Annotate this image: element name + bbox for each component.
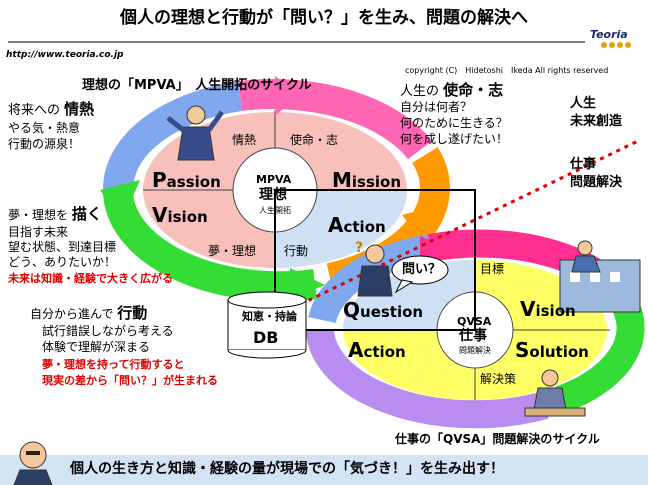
passion-text-line3: 行動の源泉！ (8, 137, 81, 151)
vision-text-line2: 目指す未来 (8, 225, 69, 239)
bottom-message: 個人の生き方と知識・経験の量が現場での「気づき！」を生み出す！ (70, 461, 504, 477)
qvsa-center-main: 仕事 (459, 328, 487, 344)
solution-arrow-label: Solution (515, 338, 589, 362)
quadrant-solution-label: 解決策 (480, 372, 517, 386)
quadrant-passion-label: 情熱 (232, 133, 257, 147)
passion-arrow-label: Passion (152, 168, 221, 192)
vision-text-line1: 夢・理想を 描く (8, 205, 102, 223)
action-text-line4: 夢・理想を持って行動すると (42, 358, 185, 371)
mpva-cycle-title: 理想の「MPVA」 人生開拓のサイクル (82, 78, 312, 93)
vision-arrow-label: Vision (152, 203, 208, 227)
vision-text-line5: 未来は知識・経験で大きく広がる (8, 272, 173, 285)
company-logo: Teoria (590, 28, 628, 41)
mission-text-line3: 何のために生きる？ (400, 116, 508, 130)
qvision-arrow-label: Vision (520, 297, 576, 321)
qvsa-center-head: QVSA (457, 315, 492, 328)
action-text-line5: 現実の差から「問い？」が生まれる (42, 374, 218, 387)
passion-text-line2: やる気・熱意 (8, 121, 81, 135)
life-work-divider (267, 138, 641, 322)
action-text-line1: 自分から進んで 行動 (30, 304, 148, 322)
db-main-label: DB (253, 328, 279, 347)
passion-text-line1: 将来への 情熱 (8, 100, 95, 118)
presenter-illustration (13, 441, 53, 485)
businessman-rooftop-illustration (559, 240, 641, 313)
question-arrow-label: Question (343, 298, 424, 322)
legend-future: 未来創造 (570, 114, 623, 129)
db-cylinder (227, 291, 307, 359)
mission-text-line2: 自分は何者？ (400, 100, 473, 114)
qvsa-center-sub: 問題解決 (459, 346, 491, 355)
bottom-band (0, 455, 648, 485)
mission-text-line4: 何を成し遂げたい！ (400, 132, 509, 146)
question-bubble (391, 255, 449, 294)
mpva-center-head: MPVA (256, 173, 292, 186)
passion-arrow (102, 81, 243, 191)
quadrant-goal-label: 目標 (480, 262, 505, 276)
question-bubble-text: 問い？ (402, 262, 442, 277)
legend-work: 仕事 (570, 157, 597, 172)
db-top-label: 知恵・持論 (242, 310, 297, 323)
site-url[interactable]: http://www.teoria.co.jp (6, 50, 124, 60)
action-text-line2: 試行錯誤しながら考える (42, 324, 174, 338)
mission-arrow (238, 79, 432, 160)
page-title: 個人の理想と行動が「問い？」を生み、問題の解決へ (120, 8, 528, 28)
action-text-line3: 体験で理解が深まる (42, 340, 151, 354)
quadrant-mission-label: 使命・志 (290, 133, 339, 147)
qaction-arrow-label: Action (348, 338, 406, 362)
businessman-top-illustration (166, 105, 225, 161)
qaction-arrow (306, 328, 549, 429)
overlap-square (274, 189, 476, 331)
solution-arrow (555, 298, 645, 414)
action-arrow-label: Action (328, 213, 386, 237)
legend-problem-solving: 問題解決 (570, 175, 623, 190)
copyright-text: copyright (C) Hidetoshi Ikeda All rights… (405, 66, 609, 75)
svg-text:?: ? (355, 240, 363, 256)
mpva-center-sub: 人生開拓 (259, 206, 291, 215)
businessman-desk-illustration (524, 369, 586, 417)
quadrant-vision-label: 夢・理想 (208, 244, 257, 258)
legend-life: 人生 (570, 96, 597, 111)
mission-arrow-label: Mission (332, 168, 402, 192)
mission-text-line1: 人生の 使命・志 (400, 81, 504, 99)
qvsa-cycle-title: 仕事の「QVSA」問題解決のサイクル (395, 432, 600, 446)
teoria-logo-mark (601, 42, 631, 48)
quadrant-action-label: 行動 (284, 244, 309, 258)
vision-text-line4: どう、ありたいか！ (8, 255, 117, 269)
mpva-center-main: 理想 (259, 187, 287, 203)
vision-text-line3: 望む状態、到達目標 (8, 240, 117, 254)
businessman-center-illustration: ? (355, 240, 393, 297)
